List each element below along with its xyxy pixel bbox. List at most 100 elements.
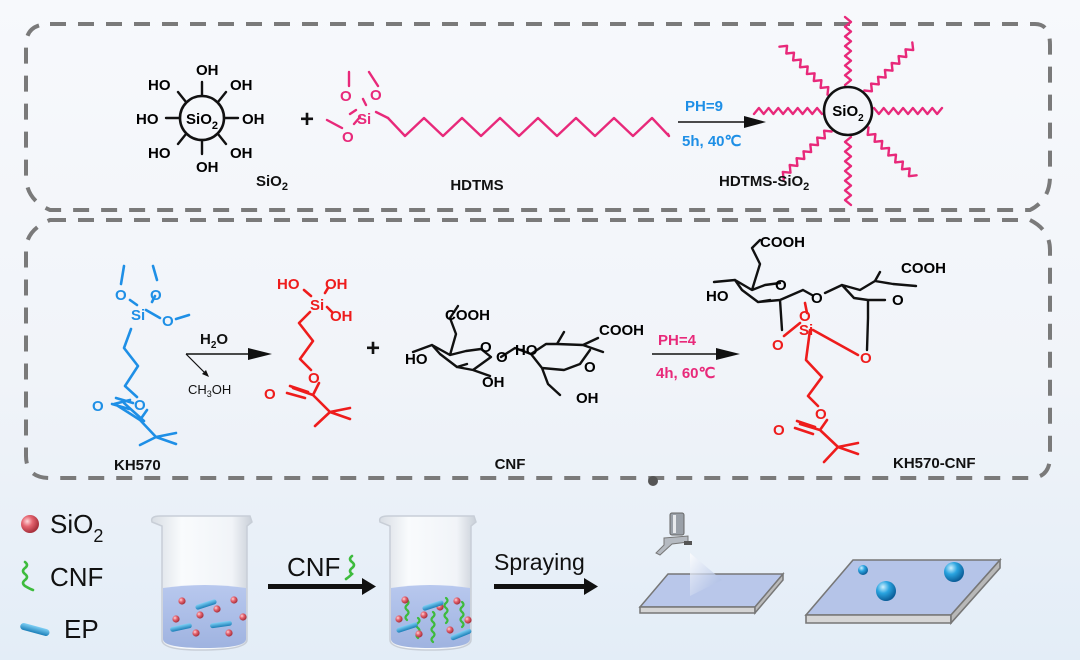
sio2-particle-icon <box>21 515 39 533</box>
cnf-fiber <box>430 610 436 644</box>
ep-rod <box>450 628 472 641</box>
grafted-si: Si <box>799 322 813 339</box>
oh-label: OH <box>196 62 219 79</box>
beaker-sio2-ep <box>150 515 253 651</box>
alkyl-chain <box>843 15 853 87</box>
alkyl-chain <box>872 106 944 116</box>
hdtms-o-atom: O <box>342 129 354 146</box>
alkyl-chain <box>778 44 830 96</box>
methanol-byproduct: CH3OH <box>188 382 231 399</box>
kh570-o-atom: O <box>134 397 146 414</box>
ring-o: O <box>480 339 492 356</box>
sio2-label: SiO2 <box>256 173 288 193</box>
hdtms-molecule: O O O Si HDTMS <box>325 70 671 194</box>
sio2-hydroxylated-molecule: SiO2 OH HO OH HO OH HO OH OH SiO2 <box>136 62 288 193</box>
kh570-o-atom: O <box>162 313 174 330</box>
cnf-fiber <box>404 598 410 622</box>
cnf-fiber-icon <box>344 554 356 581</box>
sio2-particle <box>213 605 221 613</box>
alkyl-chain <box>843 135 853 207</box>
panel-frames <box>24 22 1052 480</box>
panel1-frame <box>24 22 1052 212</box>
panel-kh570-cnf-grafting: O O O Si O O KH570 H2O CH3OH HO <box>92 234 976 486</box>
ho-group: HO <box>706 288 729 305</box>
condition-ph9: PH=9 <box>685 98 723 115</box>
divider-sphere <box>648 476 658 486</box>
ring-o: O <box>775 277 787 294</box>
ho-label: HO <box>148 145 171 162</box>
ep-rod-icon <box>20 623 50 636</box>
kh570-o-atom: O <box>115 287 127 304</box>
legend: SiO2 CNF EP <box>20 509 103 644</box>
product-core-text: SiO2 <box>832 103 864 124</box>
svg-text:SiO2: SiO2 <box>186 111 218 132</box>
silanol-si: Si <box>310 297 324 314</box>
ep-rod <box>170 623 192 632</box>
oh-group: OH <box>482 374 505 391</box>
water-droplet <box>944 562 964 582</box>
hdtms-sio2-label: HDTMS-SiO2 <box>719 173 809 193</box>
plus-sign: + <box>366 335 380 362</box>
sio2-particle <box>446 626 454 634</box>
add-cnf-label: CNF <box>287 552 340 582</box>
kh570-si-atom: Si <box>131 307 145 324</box>
legend-label-ep: EP <box>64 614 99 644</box>
oh-label: OH <box>242 111 265 128</box>
legend-label-cnf: CNF <box>50 562 103 592</box>
panel-hdtms-modification: SiO2 OH HO OH HO OH HO OH OH SiO2 + O O … <box>136 15 944 207</box>
glycosidic-o: O <box>811 290 823 307</box>
ep-rod <box>422 600 444 611</box>
sio2-particle <box>172 615 180 623</box>
hdtms-sio2-product: SiO2 HDTMS-SiO2 <box>719 15 944 207</box>
legend-item-ep: EP <box>20 614 99 644</box>
spray-mist <box>690 553 722 596</box>
alkyl-chain <box>863 41 915 93</box>
kh570-cnf-product: COOH O HO O COOH O O Si O O O O KH570-CN… <box>706 234 976 472</box>
sio2-particle <box>225 629 233 637</box>
sio2-particle <box>420 611 428 619</box>
sio2-particle <box>401 596 409 604</box>
cnf-fiber <box>459 600 465 629</box>
carbonyl-o: O <box>773 422 785 439</box>
sio2-core-text: SiO <box>186 111 212 128</box>
superhydrophobic-coating-result <box>804 557 1002 626</box>
hydrolysis-arrow: H2O CH3OH <box>185 331 272 399</box>
cnf-molecule: COOH O HO OH O HO COOH O OH CNF <box>405 304 644 473</box>
silanol-intermediate-molecule: HO OH OH Si O O <box>264 276 353 428</box>
ring-o: O <box>584 359 596 376</box>
silanol-carbonyl-o: O <box>264 386 276 403</box>
sio2-particle <box>415 630 423 638</box>
hdtms-o-atom: O <box>370 87 382 104</box>
ring-o: O <box>892 292 904 309</box>
oh-group: OH <box>576 390 599 407</box>
sio2-particle <box>196 611 204 619</box>
ho-group: HO <box>515 342 538 359</box>
oh-label: OH <box>230 145 253 162</box>
water-droplet <box>876 581 896 601</box>
condition-ph4: PH=4 <box>658 332 697 349</box>
hdtms-si-atom: Si <box>357 111 371 128</box>
reaction-arrow-ph9: PH=9 5h, 40℃ <box>678 98 766 150</box>
cooh-group: COOH <box>760 234 805 251</box>
condition-5h-40c: 5h, 40℃ <box>682 133 742 150</box>
si-o-bridge: O <box>799 308 811 325</box>
kh570-o-atom: O <box>150 287 162 304</box>
spray-gun-icon <box>655 512 692 556</box>
silanol-oh: OH <box>330 308 353 325</box>
legend-item-cnf: CNF <box>21 560 103 592</box>
beaker-sio2-ep-cnf <box>378 515 477 651</box>
alkyl-chain <box>866 126 918 178</box>
silanol-ho: HO <box>277 276 300 293</box>
cnf-fiber-icon <box>21 560 35 592</box>
sio2-particle <box>453 597 461 605</box>
ho-label: HO <box>148 77 171 94</box>
sio2-particle <box>178 597 186 605</box>
hdtms-o-atom: O <box>340 88 352 105</box>
glycosidic-o: O <box>496 349 508 366</box>
legend-item-sio2: SiO2 <box>21 509 103 546</box>
hdtms-label: HDTMS <box>450 177 503 194</box>
ho-label: HO <box>136 111 159 128</box>
oh-label: OH <box>196 159 219 176</box>
spray-coating-step <box>638 512 785 616</box>
sio2-particle <box>464 616 472 624</box>
